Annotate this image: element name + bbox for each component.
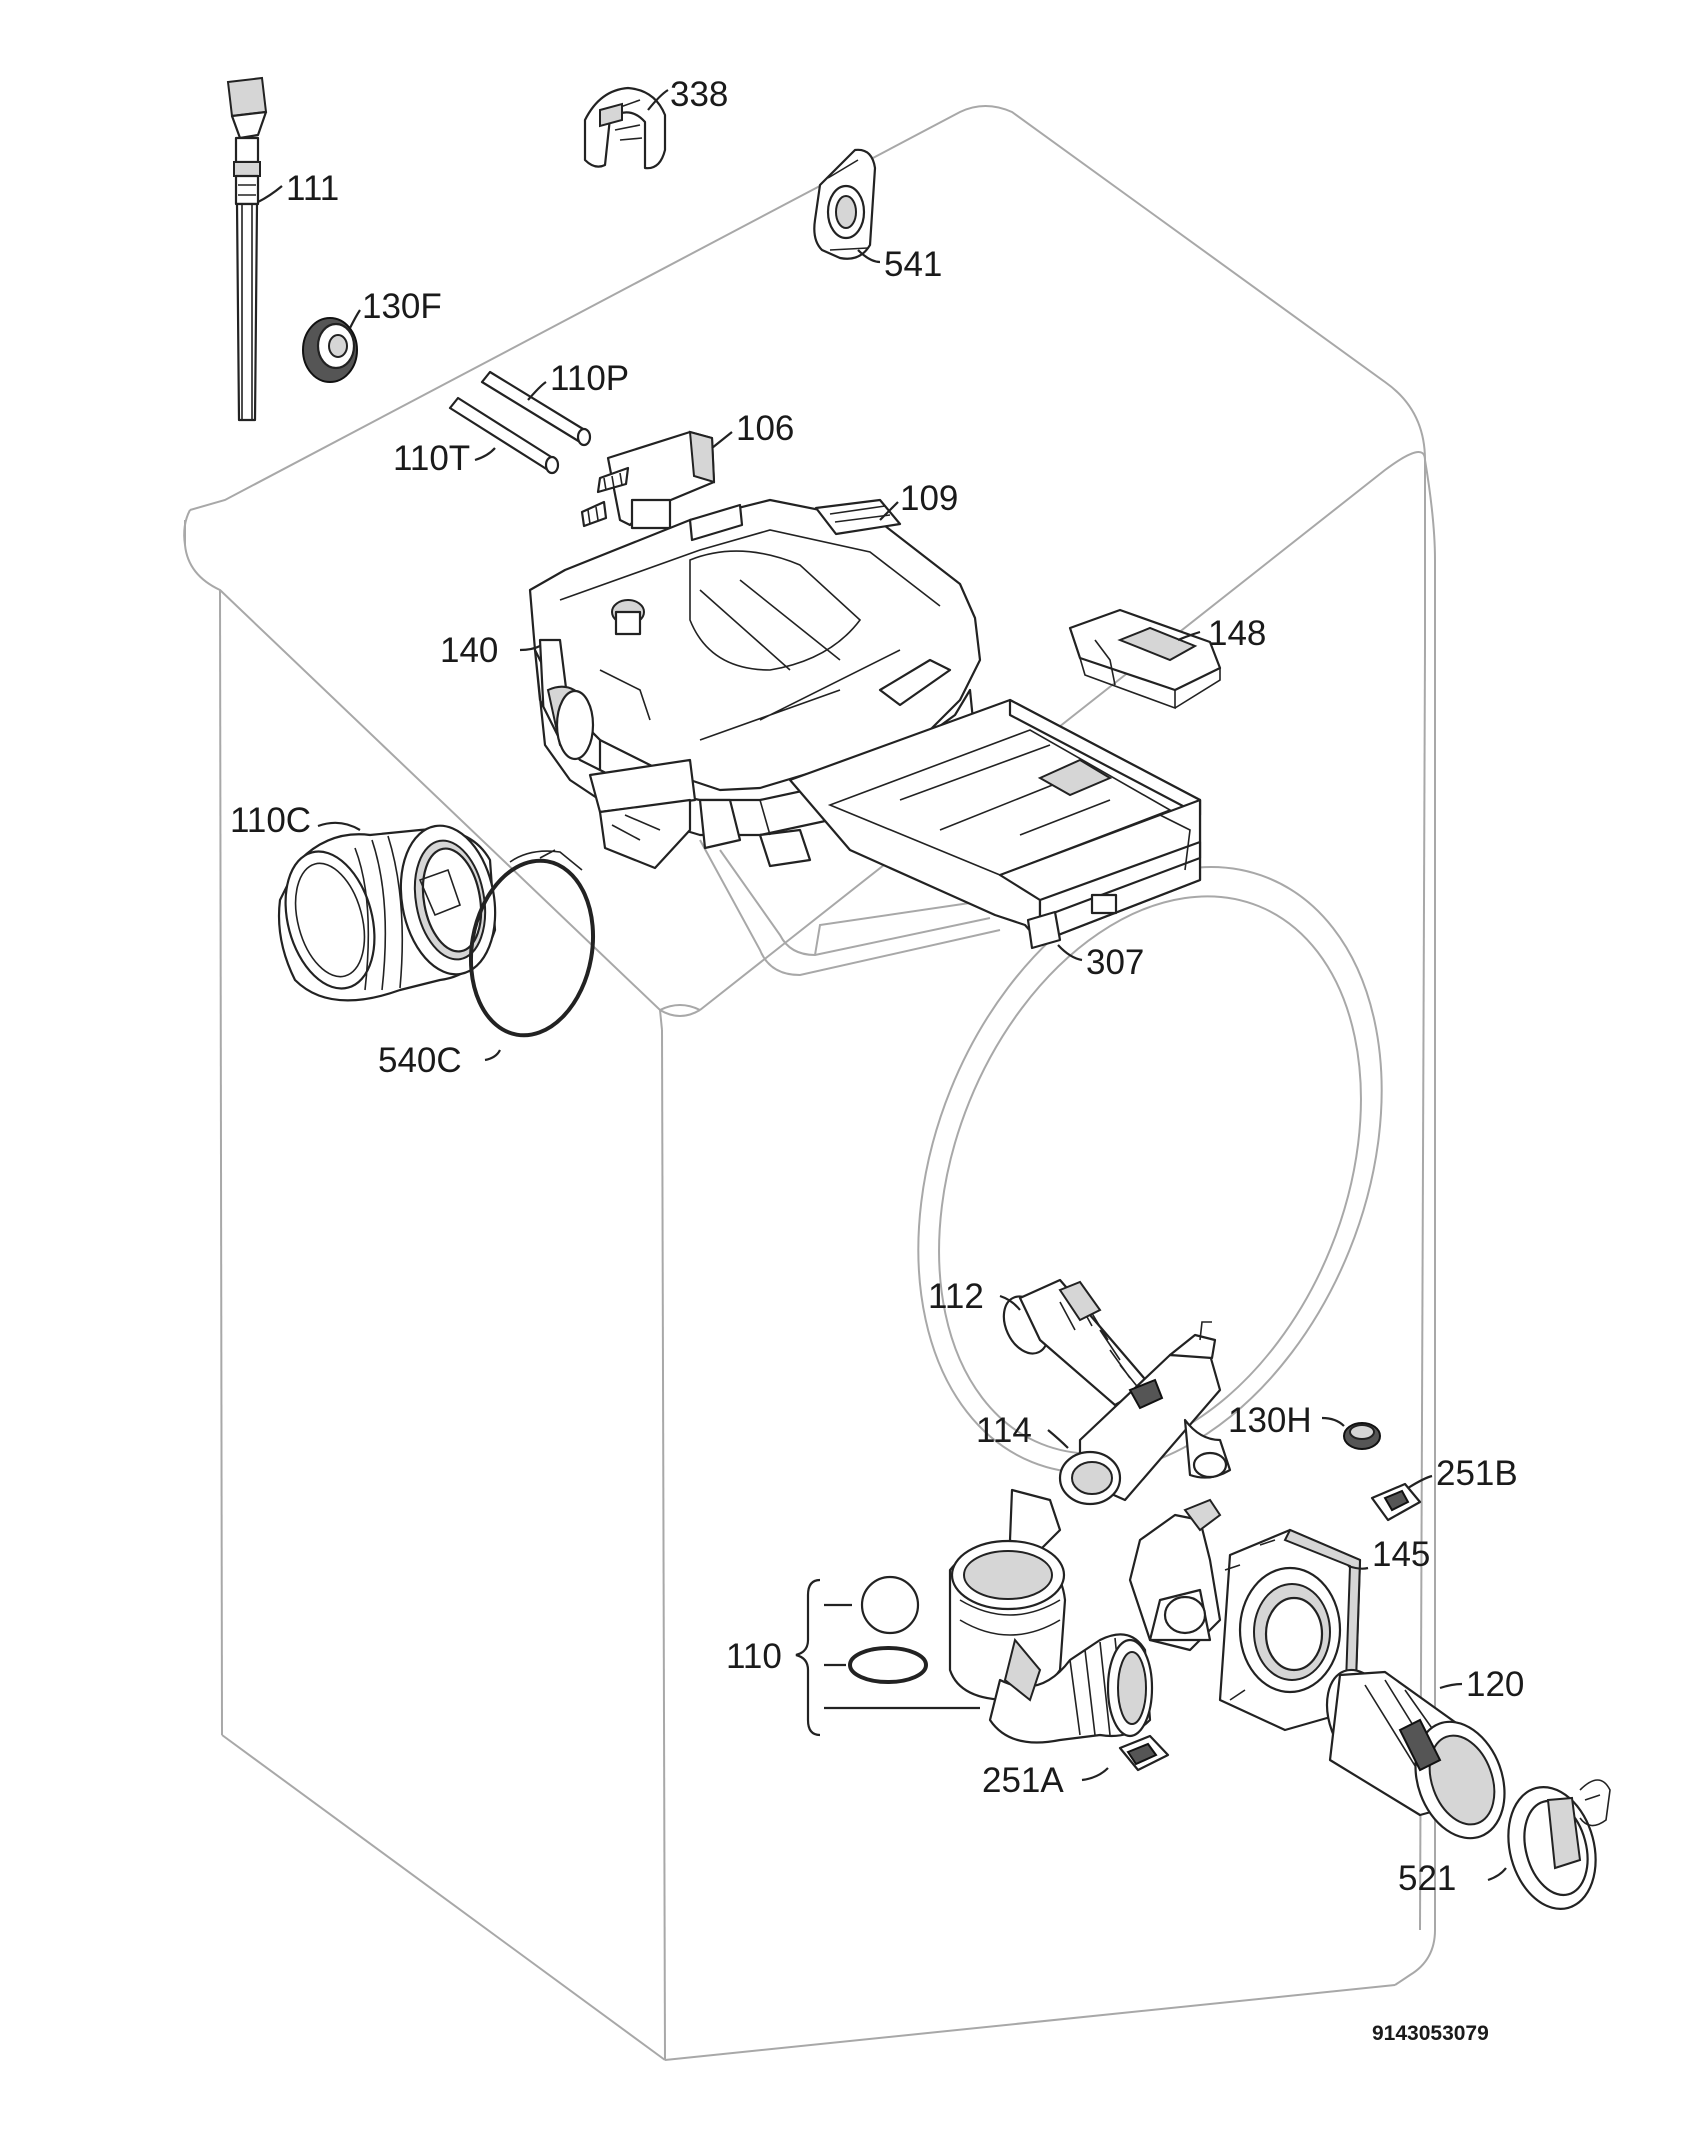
label-148: 148 <box>1208 614 1266 653</box>
label-106: 106 <box>736 409 794 448</box>
clamp-ring-540C <box>468 849 596 1038</box>
label-541: 541 <box>884 245 942 284</box>
clip-251A <box>1118 1734 1170 1772</box>
document-number: 9143053079 <box>1372 2022 1489 2045</box>
bellows-hose-110C <box>277 824 497 1002</box>
foot-130H <box>1343 1422 1381 1450</box>
hose-guide-338 <box>583 86 667 170</box>
inlet-valve-106 <box>580 430 716 530</box>
label-130F: 130F <box>362 287 442 326</box>
dispenser-drawer-307 <box>788 698 1202 950</box>
pump-housing-145 <box>1128 1498 1362 1732</box>
inlet-hose-111 <box>226 76 268 422</box>
hinge-541 <box>813 148 877 260</box>
clip-251B <box>1370 1482 1422 1522</box>
label-112: 112 <box>928 1277 984 1316</box>
label-251A: 251A <box>982 1761 1064 1800</box>
ball-valve <box>860 1575 920 1635</box>
tubes-110P-110T <box>448 370 592 475</box>
label-120: 120 <box>1466 1665 1524 1704</box>
label-140: 140 <box>440 631 498 670</box>
sump-hose-110 <box>948 1488 1154 1744</box>
label-130H: 130H <box>1228 1401 1312 1440</box>
label-111: 111 <box>286 169 339 208</box>
label-307: 307 <box>1086 943 1144 982</box>
label-110C: 110C <box>230 801 311 840</box>
pump-filter-120 <box>1325 1668 1506 1840</box>
label-540C: 540C <box>378 1041 462 1080</box>
drain-pipe-114 <box>1058 1321 1232 1506</box>
label-338: 338 <box>670 75 728 114</box>
foot-130F <box>302 317 358 383</box>
label-114: 114 <box>976 1411 1032 1450</box>
label-521: 521 <box>1398 1859 1456 1898</box>
label-145: 145 <box>1372 1535 1430 1574</box>
filter-cover-521 <box>1507 1779 1611 1910</box>
label-251B: 251B <box>1436 1454 1518 1493</box>
label-110: 110 <box>726 1637 782 1676</box>
label-109: 109 <box>900 479 958 518</box>
label-110P: 110P <box>550 359 629 398</box>
drawer-insert-148 <box>1068 608 1222 710</box>
label-110T: 110T <box>393 439 470 478</box>
cabinet-outline <box>183 105 1436 2061</box>
o-ring <box>848 1646 928 1684</box>
drain-hose-112 <box>1002 1278 1152 1407</box>
